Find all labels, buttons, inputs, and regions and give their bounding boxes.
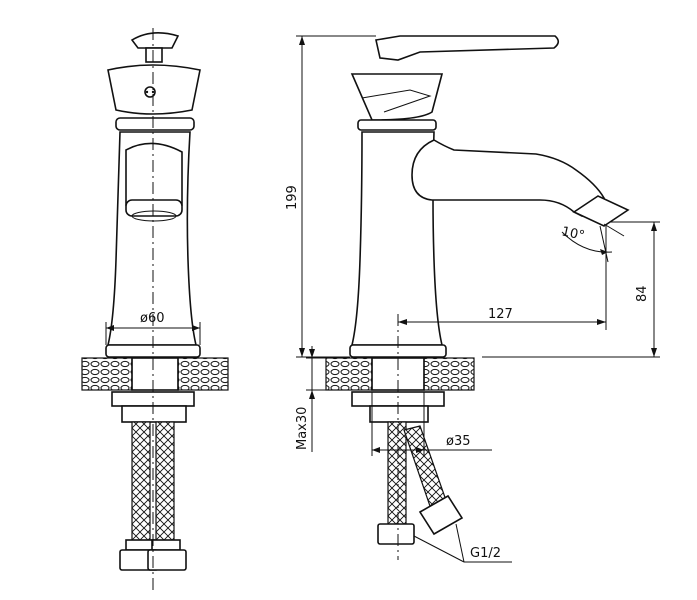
front-cap-screw bbox=[144, 86, 156, 98]
label-spout-height: 84 bbox=[635, 285, 650, 302]
leader-thread bbox=[413, 523, 512, 563]
front-hose-left bbox=[131, 421, 151, 543]
dimension-angle bbox=[561, 223, 625, 263]
dimension-spout-height bbox=[482, 221, 660, 358]
dimension-height bbox=[296, 35, 376, 358]
side-fitting-left bbox=[377, 523, 415, 545]
side-hose-straight bbox=[387, 421, 407, 527]
label-max-thickness: Max30 bbox=[295, 407, 310, 450]
label-diameter-body: ø60 bbox=[140, 311, 165, 326]
label-thread: G1/2 bbox=[470, 546, 501, 561]
front-handle-stem bbox=[145, 47, 163, 63]
front-counter-right bbox=[177, 357, 229, 391]
front-hose-right bbox=[155, 421, 175, 543]
side-lever bbox=[375, 35, 560, 61]
front-fitting-right bbox=[147, 549, 187, 571]
side-counter-right bbox=[423, 357, 475, 391]
label-diameter-hole: ø35 bbox=[446, 434, 471, 449]
front-counter-left bbox=[81, 357, 133, 391]
label-angle: 10° bbox=[560, 224, 586, 243]
dimension-diameter-hole bbox=[371, 392, 492, 456]
front-spout bbox=[125, 142, 183, 206]
label-height: 199 bbox=[285, 185, 300, 210]
label-reach: 127 bbox=[488, 307, 513, 322]
front-collar bbox=[115, 117, 195, 131]
side-counter-left bbox=[325, 357, 373, 391]
dimension-max-thickness bbox=[306, 346, 326, 452]
side-fitting-right bbox=[418, 494, 464, 536]
front-handle-knob bbox=[130, 32, 180, 49]
side-aerator bbox=[572, 195, 630, 227]
front-view bbox=[81, 28, 229, 590]
dimension-reach bbox=[398, 226, 607, 330]
side-view bbox=[325, 35, 630, 560]
side-collar bbox=[357, 119, 437, 131]
side-spout bbox=[411, 139, 606, 217]
